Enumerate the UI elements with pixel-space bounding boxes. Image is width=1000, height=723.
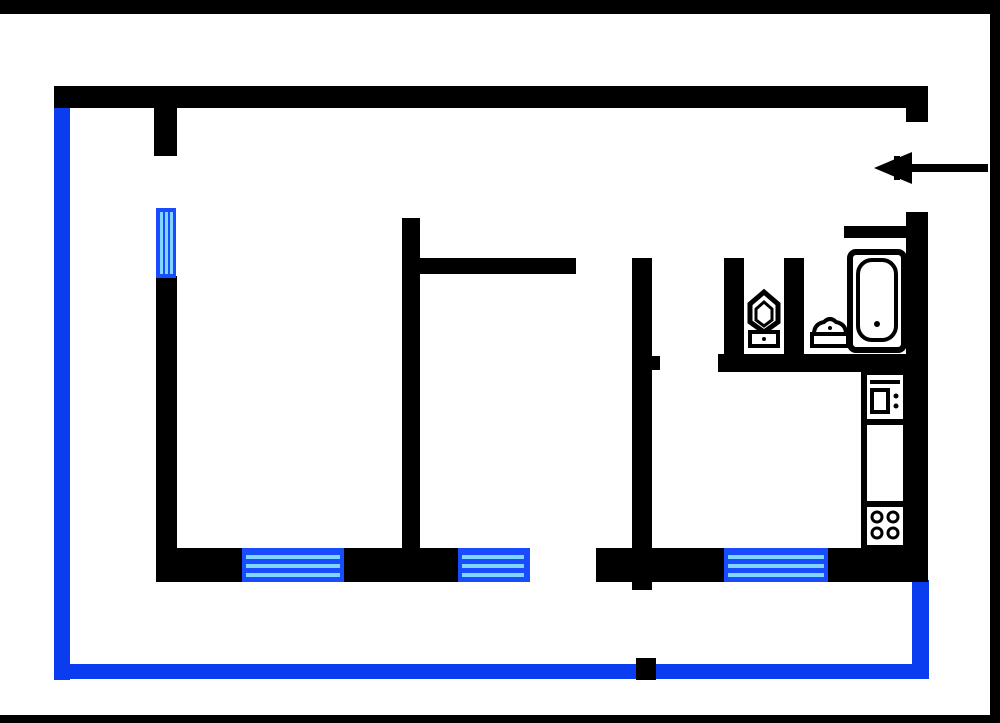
wet-block-wall: [718, 354, 908, 372]
left-outer-wall: [156, 276, 177, 582]
balcony-bottom-rail: [54, 664, 929, 679]
stove-icon: [861, 501, 909, 551]
bottom-wall-mid: [342, 548, 460, 582]
partition-wall-1: [402, 218, 420, 550]
bath-top-ledge: [844, 226, 908, 238]
bottom-wall-right-b: [826, 548, 928, 582]
kitchen-counter-icon: [861, 419, 909, 507]
balcony-post: [636, 658, 656, 680]
balcony-right-rail: [912, 580, 929, 679]
top-left-wall-stub: [154, 86, 177, 156]
top-right-wall-stub: [906, 86, 928, 122]
balcony-outline: [54, 98, 929, 680]
bathtub-icon: [847, 249, 907, 353]
window-1: [242, 548, 344, 582]
balcony-left-rail: [54, 98, 70, 680]
partition-wall-1-branch: [418, 258, 576, 274]
window-2: [458, 548, 530, 582]
window-side-left: [156, 208, 176, 278]
bottom-wall-left: [156, 548, 244, 582]
window-3: [724, 548, 828, 582]
kitchen-sink-icon: [861, 369, 909, 425]
bath-partition-b: [784, 258, 804, 354]
top-wall: [54, 86, 927, 108]
bath-partition-a: [724, 258, 744, 354]
partition-wall-2: [632, 258, 652, 590]
walls: [54, 86, 928, 590]
washbasin-icon: [810, 317, 850, 348]
right-outer-wall: [906, 212, 928, 582]
partition-wall-2-jamb: [650, 356, 660, 370]
toilet-icon: [747, 288, 781, 348]
entrance-arrow-icon: [874, 152, 988, 184]
bottom-wall-right-a: [596, 548, 726, 582]
